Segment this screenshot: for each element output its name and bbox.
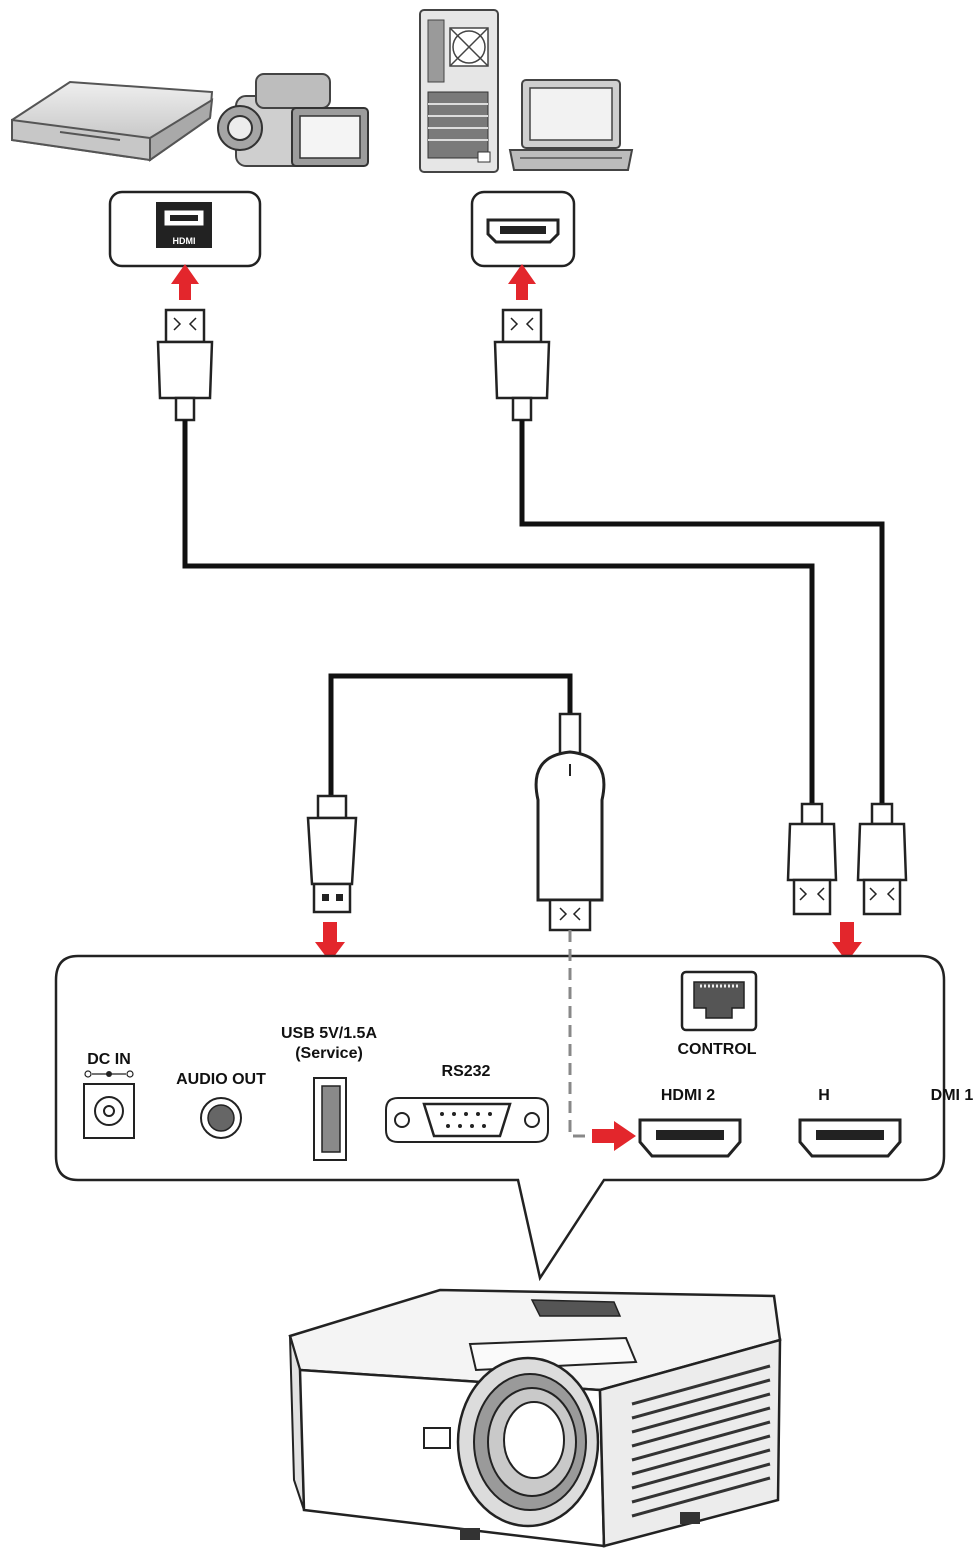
- usb-port: [313, 1077, 347, 1161]
- laptop-icon: [508, 79, 634, 171]
- arrow-up-left: [171, 264, 199, 300]
- dc-polarity-icon: [84, 1070, 134, 1078]
- control-rj45-port: [680, 970, 758, 1032]
- hdmi2-label: HDMI 2: [661, 1087, 715, 1104]
- camcorder-icon: [217, 73, 369, 167]
- hdmi1-label-part2: DMI 1: [931, 1087, 974, 1104]
- arrow-down-hdmi: [832, 922, 862, 962]
- rs232-port: [385, 1097, 549, 1143]
- arrow-down-usb: [315, 922, 345, 962]
- source-hdmi-port-right: [470, 190, 576, 268]
- usb-dongle-cable: [328, 673, 573, 796]
- usb-plug: [306, 794, 358, 914]
- desktop-pc-icon: [419, 9, 499, 173]
- hdmi-plug-top-left: [156, 308, 214, 422]
- audio-out-port: [200, 1097, 242, 1139]
- audio-out-label: AUDIO OUT: [176, 1071, 266, 1088]
- hdmi-badge-label: HDMI: [173, 236, 196, 246]
- hdmi-plug-bottom-left: [786, 802, 838, 916]
- dvd-player-icon: [11, 80, 214, 162]
- dc-in-port: [83, 1083, 135, 1139]
- arrow-right-hdmi2: [592, 1121, 636, 1151]
- control-label: CONTROL: [677, 1041, 756, 1058]
- hdmi1-port: [798, 1118, 902, 1158]
- hdmi2-port: [638, 1118, 742, 1158]
- rs232-label: RS232: [442, 1063, 491, 1080]
- dongle-dashed-path: [568, 930, 592, 1138]
- hdmi-plug-top-right: [493, 308, 551, 422]
- projector-icon: [288, 1288, 782, 1548]
- usb-label-line2: (Service): [295, 1045, 363, 1062]
- usb-label-line1: USB 5V/1.5A: [281, 1025, 377, 1042]
- hdmi-cable-2: [519, 420, 885, 804]
- hdmi-cable-1: [182, 420, 815, 804]
- hdmi-wireless-dongle: [534, 712, 606, 932]
- arrow-up-right: [508, 264, 536, 300]
- dc-in-label: DC IN: [87, 1051, 131, 1068]
- hdmi1-label-part1: H: [818, 1087, 830, 1104]
- hdmi-plug-bottom-right: [856, 802, 908, 916]
- source-hdmi-port-left: HDMI: [108, 190, 262, 268]
